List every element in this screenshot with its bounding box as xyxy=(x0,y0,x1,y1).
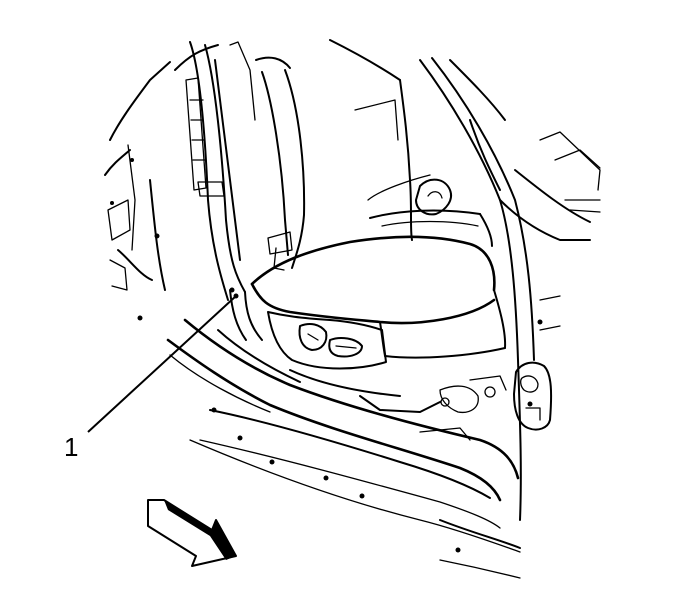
callout-label-1: 1 xyxy=(64,432,78,462)
b-pillar xyxy=(104,61,171,321)
right-pillar xyxy=(419,57,601,521)
belt-retractor xyxy=(513,361,553,431)
callout-leader-line xyxy=(87,295,237,433)
front-of-vehicle-arrow-icon xyxy=(147,499,237,567)
seat-track xyxy=(289,369,507,441)
rocker-panel xyxy=(169,354,521,579)
seat-cushion xyxy=(250,209,507,359)
callout-leader-dot xyxy=(233,293,239,299)
seat-side-shield xyxy=(267,311,387,370)
seat-back xyxy=(329,39,501,241)
front-pillar xyxy=(174,41,256,301)
door-sill-panel xyxy=(166,287,521,553)
seat-belt xyxy=(255,56,306,271)
seat-adjust-switch xyxy=(328,337,363,358)
seat-recline-switch xyxy=(298,323,328,351)
